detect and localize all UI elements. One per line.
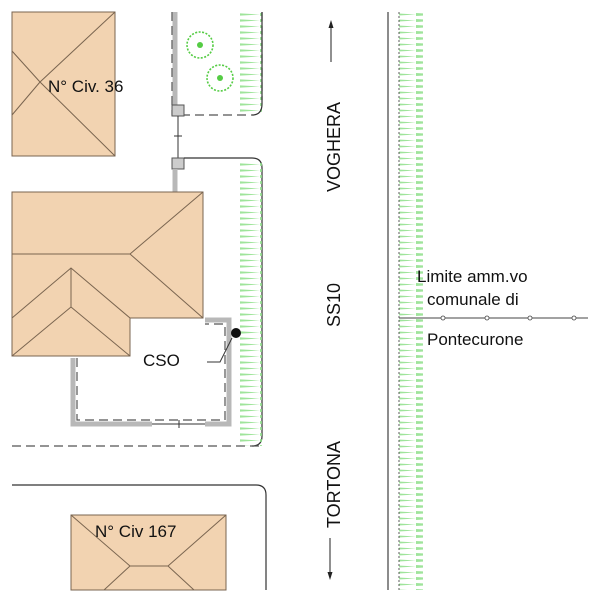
boundary-label-line3: Pontecurone bbox=[427, 330, 523, 349]
direction-tortona: TORTONA bbox=[324, 441, 344, 528]
boundary-label-line1: Limite amm.vo bbox=[417, 267, 528, 286]
roadside-grass bbox=[399, 12, 423, 590]
lot-north bbox=[171, 12, 263, 158]
building-civ-167-label: N° Civ 167 bbox=[95, 522, 176, 541]
road-name-ss10: SS10 bbox=[324, 283, 344, 327]
courtyard-wall bbox=[70, 317, 232, 428]
cso-marker[interactable] bbox=[207, 328, 241, 363]
lot-middle bbox=[12, 157, 263, 447]
boundary-label-line2: comunale di bbox=[427, 290, 519, 309]
tree-icon bbox=[206, 64, 234, 92]
building-main[interactable] bbox=[11, 191, 204, 357]
arrow-down-icon bbox=[327, 538, 333, 580]
building-civ-36-label: N° Civ. 36 bbox=[48, 77, 123, 96]
cso-label: CSO bbox=[143, 351, 180, 370]
direction-voghera: VOGHERA bbox=[324, 102, 344, 192]
building-civ-36[interactable] bbox=[11, 11, 116, 157]
municipal-boundary-line bbox=[399, 315, 588, 321]
lot-south bbox=[12, 484, 267, 591]
arrow-up-icon bbox=[328, 20, 334, 62]
tree-icon bbox=[186, 31, 214, 59]
